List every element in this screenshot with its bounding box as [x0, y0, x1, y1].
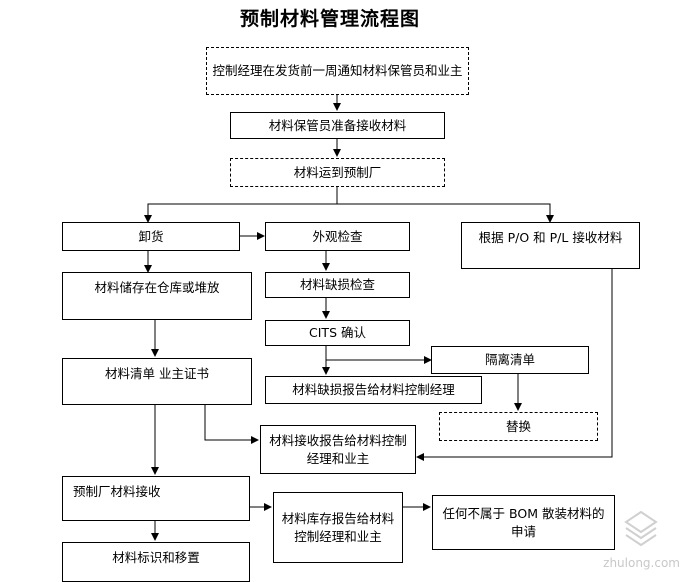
- node-non-bom: 任何不属于 BOM 散装材料的申请: [432, 495, 615, 550]
- node-unload: 卸货: [62, 222, 240, 251]
- arrow-list-receipt: [204, 405, 259, 444]
- arrow-transport-unload: [144, 187, 338, 223]
- node-notify: 控制经理在发货前一周通知材料保管员和业主: [206, 47, 469, 95]
- node-store: 材料储存在仓库或堆放: [62, 272, 252, 320]
- node-visual-check: 外观检查: [265, 222, 410, 251]
- node-cits: CITS 确认: [265, 320, 410, 346]
- watermark-text: zhulong.com: [603, 556, 680, 570]
- arrow-transport-receive: [337, 203, 554, 223]
- arrow-receive-receipt: [416, 269, 613, 461]
- page-title: 预制材料管理流程图: [239, 8, 420, 30]
- node-inventory-report: 材料库存报告给材料控制经理和业主: [273, 492, 403, 563]
- node-receipt-report: 材料接收报告给材料控制经理和业主: [260, 425, 416, 474]
- node-isolation-list: 隔离清单: [431, 346, 589, 374]
- node-material-list: 材料清单 业主证书: [62, 358, 252, 405]
- node-mark-move: 材料标识和移置: [62, 542, 250, 582]
- watermark-logo-icon: [624, 510, 658, 547]
- node-transport: 材料运到预制厂: [230, 158, 445, 187]
- node-receive-po: 根据 P/O 和 P/L 接收材料: [461, 222, 640, 269]
- node-damage-check: 材料缺损检查: [265, 272, 410, 298]
- node-replace: 替换: [439, 412, 598, 441]
- node-damage-report: 材料缺损报告给材料控制经理: [265, 376, 482, 404]
- node-plant-receive: 预制厂材料接收: [62, 476, 250, 521]
- node-prepare: 材料保管员准备接收材料: [230, 112, 445, 139]
